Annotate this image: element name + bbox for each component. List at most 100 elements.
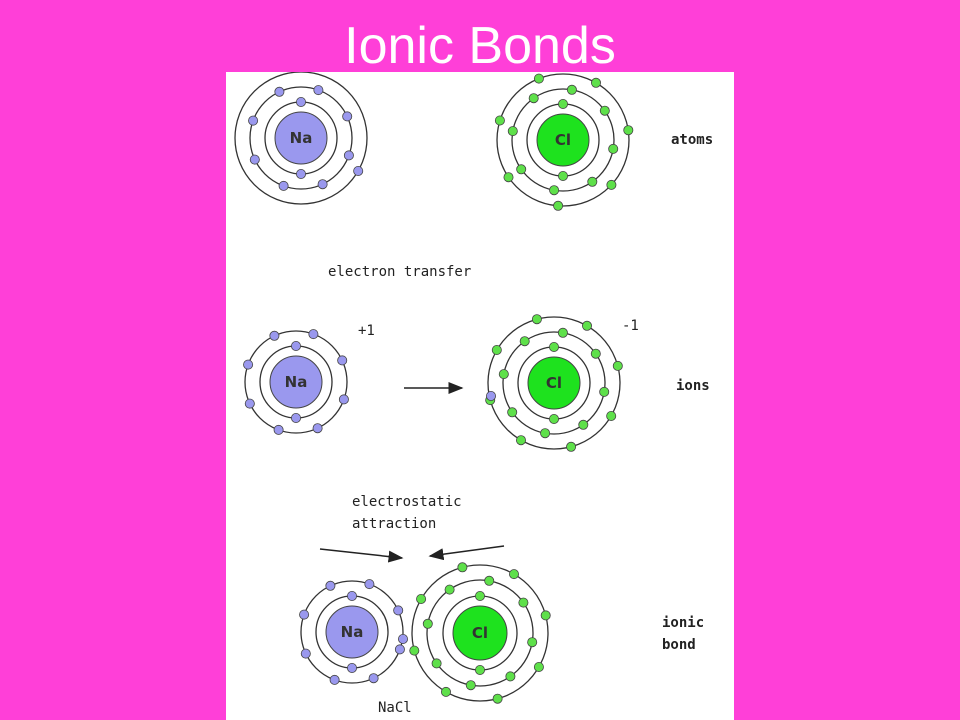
electron (540, 610, 551, 621)
electron (474, 665, 485, 676)
sodium-ion-electrons (243, 329, 349, 435)
electron (494, 115, 505, 126)
electron (409, 645, 420, 656)
electron (296, 169, 307, 180)
bonded-chloride-symbol: Cl (472, 624, 488, 642)
electron (299, 609, 310, 620)
electron (244, 398, 255, 409)
electron (343, 150, 354, 161)
electron (516, 164, 527, 175)
diagram-panel: Na Cl atoms electron transfer Na +1 (226, 72, 734, 720)
electron (243, 359, 254, 370)
electron (505, 671, 516, 682)
ions-label: ions (676, 378, 710, 394)
electron (444, 584, 455, 595)
electron (533, 73, 544, 84)
electron (337, 355, 348, 366)
electron (484, 575, 495, 586)
electron (623, 125, 634, 136)
electron (465, 680, 476, 691)
electron (549, 185, 560, 196)
sodium-electrons (248, 85, 364, 191)
bonded-chloride-electrons (397, 562, 551, 704)
electron (507, 126, 518, 137)
electron (587, 176, 598, 187)
bonded-chloride-nucleus (452, 605, 508, 661)
sodium-symbol: Na (290, 129, 313, 147)
chloride-ion-symbol: Cl (546, 374, 562, 392)
electron (503, 172, 514, 183)
attraction-arrow-right (319, 548, 404, 563)
electron (566, 84, 577, 95)
electron (590, 77, 601, 88)
electron (353, 166, 364, 177)
electron (557, 327, 568, 338)
electron (364, 579, 375, 590)
electron (590, 348, 601, 359)
electron (540, 428, 551, 439)
electron (606, 179, 617, 190)
electron (553, 200, 564, 211)
electron (474, 591, 485, 602)
bonded-sodium-ion: Na (299, 579, 405, 685)
electron (608, 143, 619, 154)
sodium-ion-nucleus (269, 355, 323, 409)
electron (308, 329, 319, 340)
electron (548, 341, 559, 352)
electron (274, 86, 285, 97)
electron (519, 336, 530, 347)
electron (528, 93, 539, 104)
chloride-ion-electrons (485, 314, 623, 452)
electron (393, 605, 404, 616)
electron (291, 340, 302, 351)
electron (313, 85, 324, 96)
electron (457, 562, 468, 573)
electron (296, 96, 307, 107)
electron (491, 344, 502, 355)
electron (557, 98, 568, 109)
bonded-sodium-symbol: Na (341, 623, 364, 641)
electron (300, 648, 311, 659)
electron (515, 435, 526, 446)
electron (338, 394, 349, 405)
electron (347, 663, 358, 674)
chlorine-nucleus (536, 113, 590, 167)
minus-charge-label: -1 (622, 318, 639, 334)
electron (347, 591, 358, 602)
electron (422, 618, 433, 629)
electron (312, 423, 323, 434)
sodium-nucleus (274, 111, 328, 165)
transferred-electron (397, 634, 408, 645)
electron (342, 111, 353, 122)
electron (531, 314, 542, 325)
electron (518, 597, 529, 608)
electron (325, 580, 336, 591)
electron (606, 410, 617, 421)
electron (492, 693, 503, 704)
sodium-ion-symbol: Na (285, 373, 308, 391)
bond-label: bond (662, 637, 696, 653)
ionic-label: ionic (662, 615, 704, 631)
plus-charge-label: +1 (358, 323, 375, 339)
electron (440, 686, 451, 697)
electron (566, 441, 577, 452)
bonded-sodium-nucleus (325, 605, 379, 659)
slide-title: Ionic Bonds (344, 17, 616, 75)
electron (278, 180, 289, 191)
compound-label: NaCl (378, 700, 412, 716)
electron (329, 674, 340, 685)
electron (416, 594, 427, 605)
sodium-atom: Na (234, 72, 368, 205)
electron (581, 320, 592, 331)
electron (368, 673, 379, 684)
chlorine-atom: Cl (494, 73, 634, 211)
electron (599, 386, 610, 397)
bonded-chloride-ion: Cl (397, 562, 551, 704)
electron (548, 413, 559, 424)
sodium-ion: Na (243, 329, 349, 435)
electron (248, 115, 259, 126)
atoms-label: atoms (671, 132, 713, 148)
chlorine-electrons (494, 73, 634, 211)
electron (269, 330, 280, 341)
electron (249, 154, 260, 165)
